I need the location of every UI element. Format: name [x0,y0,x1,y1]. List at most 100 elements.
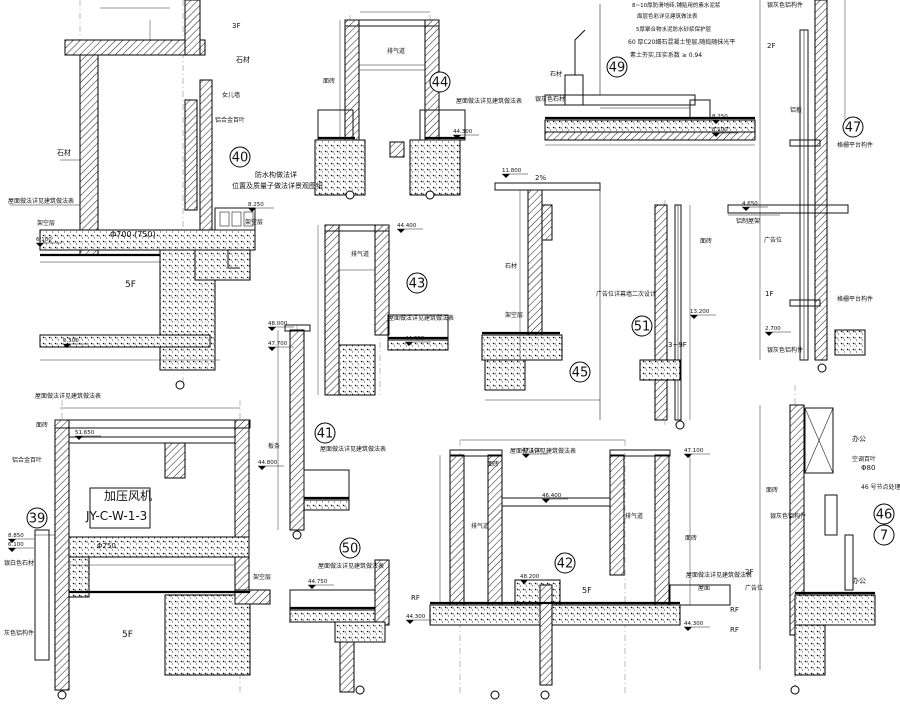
annotation-t69: 2F [745,568,753,576]
detail-bubble-label: 44 [432,76,449,91]
level-mark-l11: 11.800 [502,168,528,178]
level-mark-l13: 48.000 [268,321,294,331]
detail-bubble-label: 40 [232,151,249,166]
annotation-t48: 架空层 [253,573,271,581]
level-mark-l3: 0.500 [63,338,89,348]
level-value: 47.700 [268,341,288,347]
detail-42 [429,439,731,700]
level-triangle [712,120,720,124]
annotation-t5: 防水构做法详 [255,170,297,179]
level-mark-l19: 44.750 [308,579,334,589]
level-mark-l25: 44.300 [684,621,710,631]
annotation-t51: 板条 [268,442,280,450]
level-mark-l2: 6.100 [36,237,62,247]
detail-bubble-circle [631,315,653,337]
level-mark-l6: 8.100 [712,127,738,137]
annotation-t39: 3~9F [668,341,687,349]
level-triangle [258,466,266,470]
annotation-t10: 架空层 [245,218,263,226]
annotation-t57: 5F [582,586,592,595]
level-triangle [453,135,461,139]
annotation-t56: 面砖 [487,460,499,468]
detail-bubble-7: 7 [873,524,895,546]
level-mark-l10: 44.300 [405,336,431,346]
level-mark-l9: 44.400 [397,223,423,233]
level-value: 8.850 [8,533,24,539]
level-value: 47.100 [684,448,704,454]
level-mark-l24: 47.100 [684,448,710,458]
detail-bubble-40: 40 [229,146,251,168]
annotation-t34: 2% [535,174,546,182]
annotation-t45: Φ750 [97,542,116,550]
detail-bubble-49: 49 [606,56,628,78]
annotation-t8: 石材 [57,148,71,157]
annotation-t42: 铝合金百叶 [12,456,42,464]
level-mark-l12: 13.200 [690,309,716,319]
annotation-t72: RF [730,626,739,634]
annotation-t52: 屋面做法详见建筑做法表 [318,562,384,570]
level-value: 4.650 [742,201,758,207]
level-value: 48.200 [520,574,540,580]
detail-bubble-39: 39 [26,507,48,529]
detail-bubble-label: 51 [634,320,651,335]
annotation-t11: 架空层 [37,219,55,227]
level-triangle [8,539,16,543]
annotation-t7: 屋面做法详见建筑做法表 [8,197,74,205]
detail-bubble-43: 43 [406,272,428,294]
detail-bubble-circle [339,537,361,559]
detail-bubble-46: 46 [873,503,895,525]
annotation-t62: 面砖 [685,534,697,542]
detail-45 [481,182,601,420]
level-value: 2.700 [765,326,781,332]
annotation-t14: 屋面做法详见建筑做法表 [456,97,522,105]
annotation-t1: 3F [232,22,240,30]
level-mark-l5: 8.250 [712,114,738,124]
annotation-t59: 屋面做法详见建筑做法表 [686,571,752,579]
annotation-t44: JY-C-W-1-3 [85,509,147,523]
level-value: 44.300 [405,336,425,342]
annotation-t47: 灰色铝构件 [4,629,34,637]
level-triangle [268,327,276,331]
annotation-t67: 面砖 [766,486,778,494]
level-mark-l17: 8.850 [8,533,34,543]
detail-40 [10,0,256,390]
level-triangle [765,332,773,336]
level-value: 8.100 [712,127,728,133]
annotation-t22: 银灰色石材 [535,95,565,103]
detail-bubble-label: 46 [876,508,893,523]
level-value: 48.000 [268,321,288,327]
detail-bubble-45: 45 [569,361,591,383]
level-value: 0.500 [63,338,79,344]
annotation-t13: 排气道 [387,47,405,55]
annotation-t6: 位置及质量子做法详景观图纸 [232,181,323,190]
level-triangle [248,208,256,212]
detail-47 [727,0,866,373]
level-value: 44.300 [453,129,473,135]
detail-39 [34,400,271,700]
level-value: 44.400 [397,223,417,229]
annotation-t3: 女儿墙 [222,91,240,99]
detail-bubble-circle [406,272,428,294]
level-value: 44.300 [684,621,704,627]
level-value: 8.250 [248,202,264,208]
level-value: 51.650 [75,430,95,436]
level-mark-l20: 44.300 [406,614,432,624]
annotation-t65: Φ80 [861,464,875,472]
annotation-t71: 办公 [852,576,866,585]
annotation-t33: 屋面做法详见建筑做法表 [388,314,454,322]
annotation-t40: 屋面做法详见建筑做法表 [35,392,101,400]
level-value: 44.800 [258,460,278,466]
annotation-t35: 石材 [505,262,517,270]
level-mark-l4: 44.300 [453,129,479,139]
level-triangle [63,344,71,348]
detail-bubble-label: 42 [557,557,574,572]
level-mark-l15: 44.800 [258,460,284,470]
level-triangle [36,243,44,247]
annotation-t15: 面砖 [323,77,335,85]
detail-bubble-50: 50 [339,537,361,559]
annotation-t19: 60 厚C20细石混凝土垫层,随捣随抹光平 [628,38,735,46]
annotation-t58: 排气道 [625,512,643,520]
